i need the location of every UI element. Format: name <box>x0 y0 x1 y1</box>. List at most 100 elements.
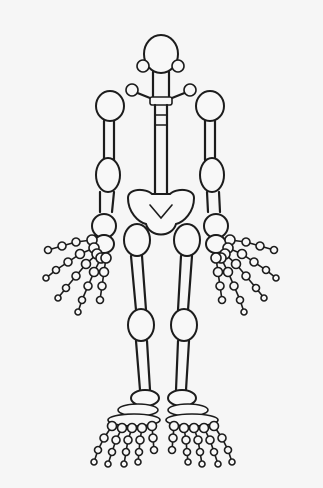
right-thigh-bone <box>178 256 192 310</box>
left-finger-joint <box>75 309 81 315</box>
left-finger-joint <box>55 295 61 301</box>
right-toe-joint <box>194 436 202 444</box>
neck-base-joint <box>150 97 172 105</box>
left-finger-joint <box>90 268 99 277</box>
left-finger-joint <box>84 282 92 290</box>
right-toe-joint <box>225 447 232 454</box>
right-toe-joint <box>229 459 235 465</box>
right-finger-joint <box>263 267 270 274</box>
left-finger-joint <box>79 297 86 304</box>
left-toe-joint <box>105 461 111 467</box>
left-foot <box>108 390 160 426</box>
right-finger-joint <box>242 238 250 246</box>
right-toe-joint <box>206 436 214 444</box>
right-toe-joint <box>184 449 191 456</box>
left-toe-joint <box>151 447 158 454</box>
left-shoulder-cap <box>126 84 138 96</box>
left-toe-joint <box>148 422 157 431</box>
left-hip-joint <box>124 224 150 256</box>
right-knee-joint <box>171 309 197 341</box>
left-finger-joint <box>45 247 52 254</box>
right-finger-joint <box>250 258 258 266</box>
right-finger-joint <box>219 297 226 304</box>
left-arm <box>92 91 124 253</box>
head <box>137 35 184 73</box>
right-toe-joint <box>170 422 179 431</box>
right-finger-joint <box>256 242 264 250</box>
right-toe-joint <box>210 422 219 431</box>
left-toe-joint <box>135 459 141 465</box>
left-leg <box>124 224 154 390</box>
right-forearm-bone <box>207 192 220 212</box>
right-upper-arm-bone <box>205 121 215 160</box>
right-finger-joint <box>253 285 260 292</box>
right-foot <box>166 390 218 426</box>
left-thigh-bone <box>131 256 146 310</box>
right-toe-joint <box>190 424 199 433</box>
left-finger-joint <box>82 260 91 269</box>
left-finger-joint <box>72 238 80 246</box>
right-arm <box>196 91 228 253</box>
right-toe-joint <box>182 436 190 444</box>
right-toe-joint <box>215 461 221 467</box>
left-toe-joint <box>128 424 137 433</box>
left-toe-joint <box>136 436 144 444</box>
left-finger-joint <box>58 242 66 250</box>
right-toe-joint <box>199 461 205 467</box>
left-forearm-bone <box>100 192 114 212</box>
left-shin-bone <box>136 341 150 390</box>
right-toe-joint <box>218 434 226 442</box>
left-toe-joint <box>118 424 127 433</box>
left-finger-joint <box>97 297 104 304</box>
right-finger-joint <box>232 260 241 269</box>
left-toe-joint <box>149 434 157 442</box>
right-toe-joint <box>211 449 218 456</box>
left-finger-joint <box>53 267 60 274</box>
left-toe-joint <box>91 459 97 465</box>
right-shoulder-joint <box>196 91 224 121</box>
right-finger-joint <box>273 275 279 281</box>
left-finger-joint <box>76 250 85 259</box>
right-shoulder-cap <box>184 84 196 96</box>
right-toe-joint <box>169 447 176 454</box>
left-finger-joint <box>98 282 106 290</box>
right-finger-joint <box>214 268 223 277</box>
left-finger-joint <box>101 253 111 263</box>
left-finger-joint <box>72 272 80 280</box>
right-finger-joint <box>238 250 247 259</box>
left-toe-joint <box>123 449 130 456</box>
right-jaw-joint <box>172 60 184 72</box>
left-toe-joint <box>136 449 143 456</box>
neck-bone <box>153 72 169 96</box>
right-finger-joint <box>261 295 267 301</box>
right-toe-joint <box>200 424 209 433</box>
digit-chains <box>43 235 279 467</box>
left-toe-joint <box>138 424 147 433</box>
right-finger-joint <box>242 272 250 280</box>
right-finger-joint <box>211 253 221 263</box>
left-toe-joint <box>95 447 102 454</box>
right-toe-joint <box>169 434 177 442</box>
left-finger-joint <box>43 275 49 281</box>
right-finger-joint <box>230 282 238 290</box>
left-finger-joint <box>63 285 70 292</box>
torso <box>126 72 196 195</box>
left-upper-arm-bone <box>104 121 114 160</box>
left-toe-joint <box>124 436 132 444</box>
left-toe-joint <box>121 461 127 467</box>
right-toe-joint <box>197 449 204 456</box>
spine-bone <box>155 105 167 195</box>
right-toe-joint <box>180 424 189 433</box>
right-shin-bone <box>176 341 189 390</box>
right-hip-joint <box>174 224 200 256</box>
left-shoulder-joint <box>96 91 124 121</box>
right-elbow-joint <box>200 158 224 192</box>
left-toe-joint <box>112 436 120 444</box>
left-finger-joint <box>100 268 109 277</box>
left-elbow-joint <box>96 158 120 192</box>
left-jaw-joint <box>137 60 149 72</box>
left-knee-joint <box>128 309 154 341</box>
left-toe-joint <box>108 422 117 431</box>
left-toe-joint <box>109 449 116 456</box>
